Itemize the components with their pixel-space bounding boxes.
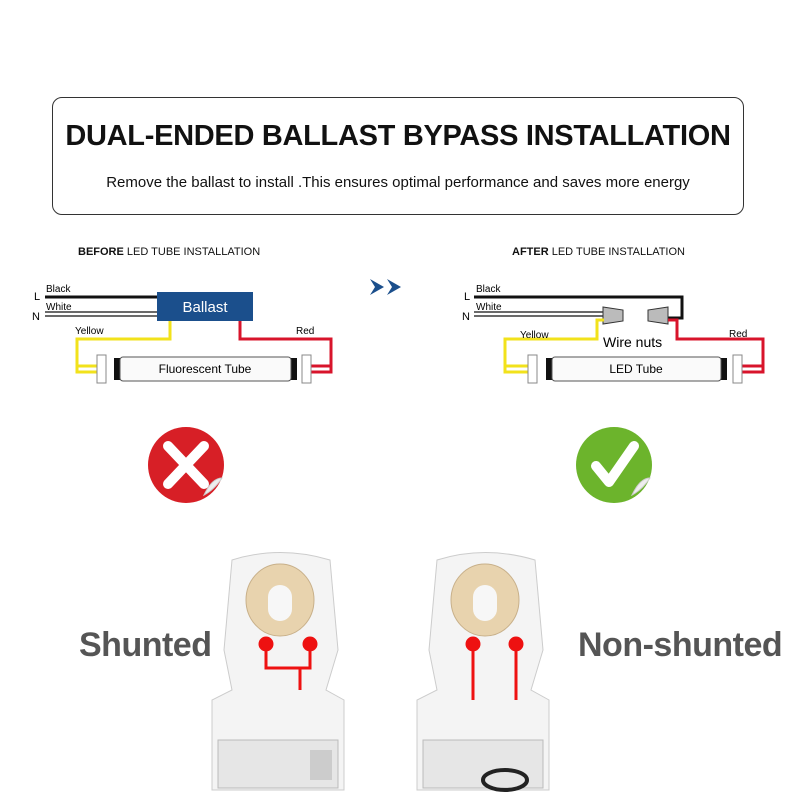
before-heading-rest: LED TUBE INSTALLATION	[123, 246, 261, 258]
left-tombstone	[527, 354, 538, 384]
white-wire-label: White	[476, 302, 502, 313]
shunt-connection	[258, 636, 318, 690]
white-wire-label: White	[46, 302, 72, 313]
yellow-wire	[503, 318, 604, 368]
line-label: L	[34, 291, 40, 303]
page-subtitle: Remove the ballast to install .This ensu…	[106, 174, 690, 191]
yellow-wire-label: Yellow	[75, 326, 104, 337]
non-shunted-lampholder	[416, 552, 550, 792]
after-heading-rest: LED TUBE INSTALLATION	[548, 246, 685, 258]
after-heading: AFTER LED TUBE INSTALLATION	[512, 246, 685, 258]
neutral-label: N	[462, 311, 470, 323]
wire-nuts-label: Wire nuts	[603, 334, 662, 350]
led-tube-label: LED Tube	[609, 362, 663, 376]
fluorescent-tube-label: Fluorescent Tube	[159, 362, 252, 376]
yellow-wire-label: Yellow	[520, 330, 549, 341]
separate-contacts	[465, 636, 524, 700]
yellow-wire	[75, 321, 172, 368]
after-wiring-diagram: L N Black White Yellow Red Wire nuts LED…	[462, 284, 765, 384]
shunted-lampholder	[211, 552, 345, 791]
shunted-label: Shunted	[79, 626, 212, 664]
red-wire-label: Red	[296, 326, 314, 337]
x-icon	[148, 427, 224, 503]
check-icon	[576, 427, 652, 503]
ballast-box	[157, 292, 253, 321]
non-shunted-label: Non-shunted	[578, 626, 783, 664]
before-heading-bold: BEFORE	[78, 246, 124, 258]
ballast-label: Ballast	[182, 299, 228, 316]
left-tombstone	[96, 354, 107, 384]
led-tube	[551, 356, 722, 382]
before-heading: BEFORE LED TUBE INSTALLATION	[78, 246, 260, 258]
red-wire	[668, 318, 765, 374]
line-label: L	[464, 291, 470, 303]
wire-nut-right	[647, 306, 669, 325]
fluorescent-tube	[119, 356, 292, 382]
black-wire-label: Black	[46, 284, 71, 295]
black-wire	[474, 295, 684, 320]
after-heading-bold: AFTER	[512, 246, 549, 258]
double-arrow-icon	[370, 279, 401, 295]
right-tombstone	[301, 354, 312, 384]
title-box	[52, 97, 744, 215]
before-wiring-diagram: L N Black White Ballast Yellow Red Fluor…	[32, 284, 333, 384]
page-title: DUAL-ENDED BALLAST BYPASS INSTALLATION	[65, 120, 731, 152]
black-wire-label: Black	[476, 284, 501, 295]
wire-nut-left	[602, 306, 624, 325]
right-tombstone	[732, 354, 743, 384]
red-wire-label: Red	[729, 329, 747, 340]
neutral-label: N	[32, 311, 40, 323]
red-wire	[238, 321, 333, 374]
